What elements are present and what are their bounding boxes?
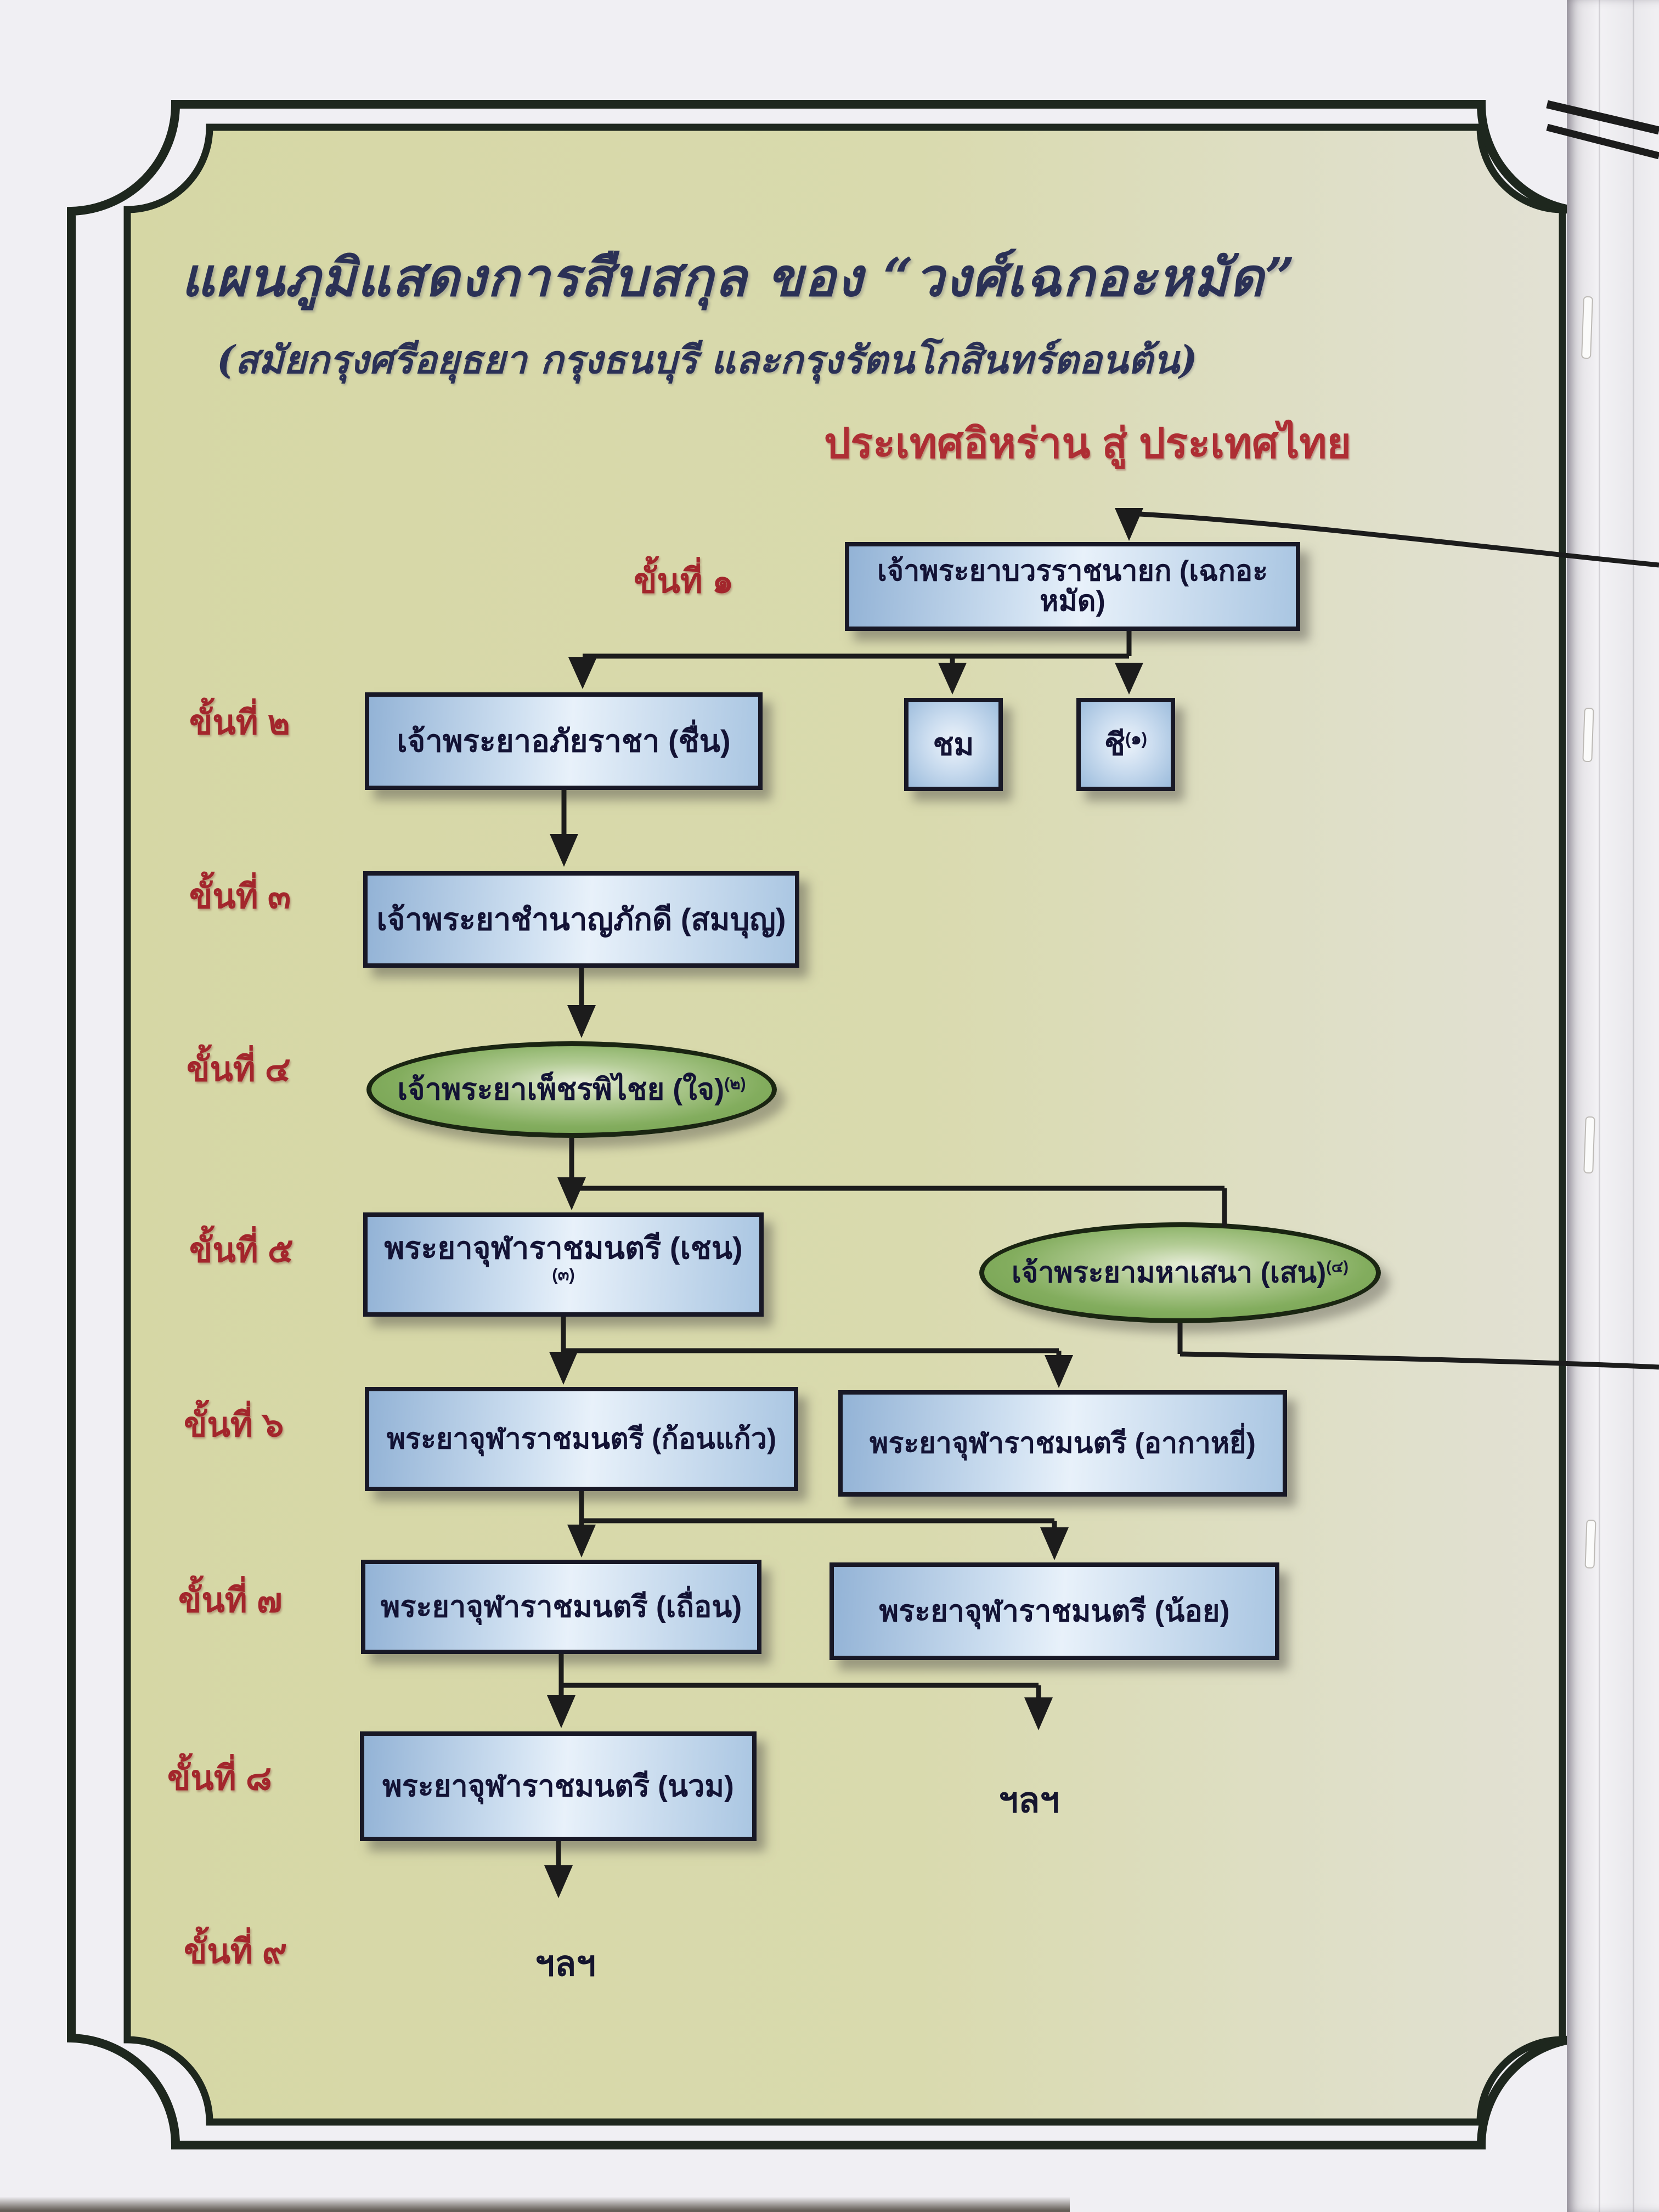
node-gen5-chularatchamontri-chen: พระยาจุฬาราชมนตรี (เชน)(๓)	[363, 1212, 764, 1317]
node-gen6-chularatchamontri-konkaeo: พระยาจุฬาราชมนตรี (ก้อนแก้ว)	[365, 1387, 798, 1491]
node-label: พระยาจุฬาราชมนตรี (อากาหยี่)	[870, 1427, 1256, 1459]
node-label: พระยาจุฬาราชมนตรี (น้อย)	[879, 1594, 1230, 1628]
binding-stitch	[1584, 1519, 1596, 1569]
page-title: แผนภูมิแสดงการสืบสกุล ของ “วงศ์เฉกอะหมัด…	[181, 246, 1296, 308]
etcetera-gen9: ฯลฯ	[535, 1944, 596, 1983]
node-gen7-chularatchamontri-noi: พระยาจุฬาราชมนตรี (น้อย)	[830, 1562, 1279, 1660]
node-label: พระยาจุฬาราชมนตรี (เชน)(๓)	[384, 1231, 743, 1284]
etcetera-gen8: ฯลฯ	[998, 1780, 1060, 1820]
page-fore-edge	[1567, 0, 1659, 2212]
node-gen1-chaophraya-boworn-ratchanayok: เจ้าพระยาบวรราชนายก (เฉกอะหมัด)	[845, 542, 1300, 631]
route-heading: ประเทศอิหร่าน สู่ ประเทศไทย	[824, 420, 1352, 467]
page-subtitle: (สมัยกรุงศรีอยุธยา กรุงธนบุรี และกรุงรัต…	[217, 337, 1198, 382]
node-gen4-chaophraya-phetphichai-ellipse: เจ้าพระยาเพ็ชรพิไชย (ใจ)(๒)	[366, 1041, 777, 1138]
level-label-5: ขั้นที่ ๕	[189, 1232, 294, 1269]
level-label-4: ขั้นที่ ๔	[187, 1051, 291, 1088]
node-label: เจ้าพระยาบวรราชนายก (เฉกอะหมัด)	[877, 555, 1268, 617]
node-label: พระยาจุฬาราชมนตรี (เถื่อน)	[380, 1590, 742, 1623]
node-gen6-chularatchamontri-akayi: พระยาจุฬาราชมนตรี (อากาหยี่)	[838, 1390, 1287, 1497]
binding-stitch	[1581, 296, 1593, 359]
node-gen2-chaophraya-aphairacha: เจ้าพระยาอภัยราชา (ชื่น)	[365, 692, 763, 790]
node-gen2-chom: ชม	[904, 698, 1003, 791]
page-edge-line	[1599, 0, 1600, 2212]
level-label-3: ขั้นที่ ๓	[189, 878, 291, 916]
level-label-8: ขั้นที่ ๘	[167, 1759, 272, 1797]
node-label: เจ้าพระยามหาเสนา (เสน)(๔)	[1011, 1256, 1349, 1289]
node-label: เจ้าพระยาเพ็ชรพิไชย (ใจ)(๒)	[397, 1073, 746, 1106]
level-label-1: ขั้นที่ ๑	[634, 562, 734, 600]
node-gen7-chularatchamontri-thuean: พระยาจุฬาราชมนตรี (เถื่อน)	[361, 1560, 761, 1654]
level-label-2: ขั้นที่ ๒	[189, 704, 290, 742]
node-label: ชี(๑)	[1104, 726, 1148, 761]
node-gen3-chaophraya-chamnanphakdi: เจ้าพระยาชำนาญภักดี (สมบุญ)	[363, 871, 799, 968]
binding-stitch	[1583, 1116, 1595, 1174]
level-label-7: ขั้นที่ ๗	[178, 1582, 283, 1620]
node-gen2-chi: ชี(๑)	[1076, 698, 1175, 791]
node-gen5-chaophraya-mahasena-ellipse: เจ้าพระยามหาเสนา (เสน)(๔)	[979, 1222, 1381, 1323]
node-label: พระยาจุฬาราชมนตรี (นวม)	[382, 1769, 734, 1803]
node-gen8-chularatchamontri-nuam: พระยาจุฬาราชมนตรี (นวม)	[360, 1731, 757, 1841]
node-label: เจ้าพระยาอภัยราชา (ชื่น)	[397, 723, 731, 758]
level-label-6: ขั้นที่ ๖	[184, 1406, 284, 1444]
binding-stitch	[1582, 707, 1594, 763]
page-edge-line	[1633, 0, 1634, 2212]
node-label: เจ้าพระยาชำนาญภักดี (สมบุญ)	[376, 901, 786, 936]
page-bottom-shadow	[0, 2197, 1070, 2212]
node-label: พระยาจุฬาราชมนตรี (ก้อนแก้ว)	[386, 1423, 777, 1455]
level-label-9: ขั้นที่ ๙	[184, 1933, 287, 1971]
node-label: ชม	[933, 726, 974, 761]
